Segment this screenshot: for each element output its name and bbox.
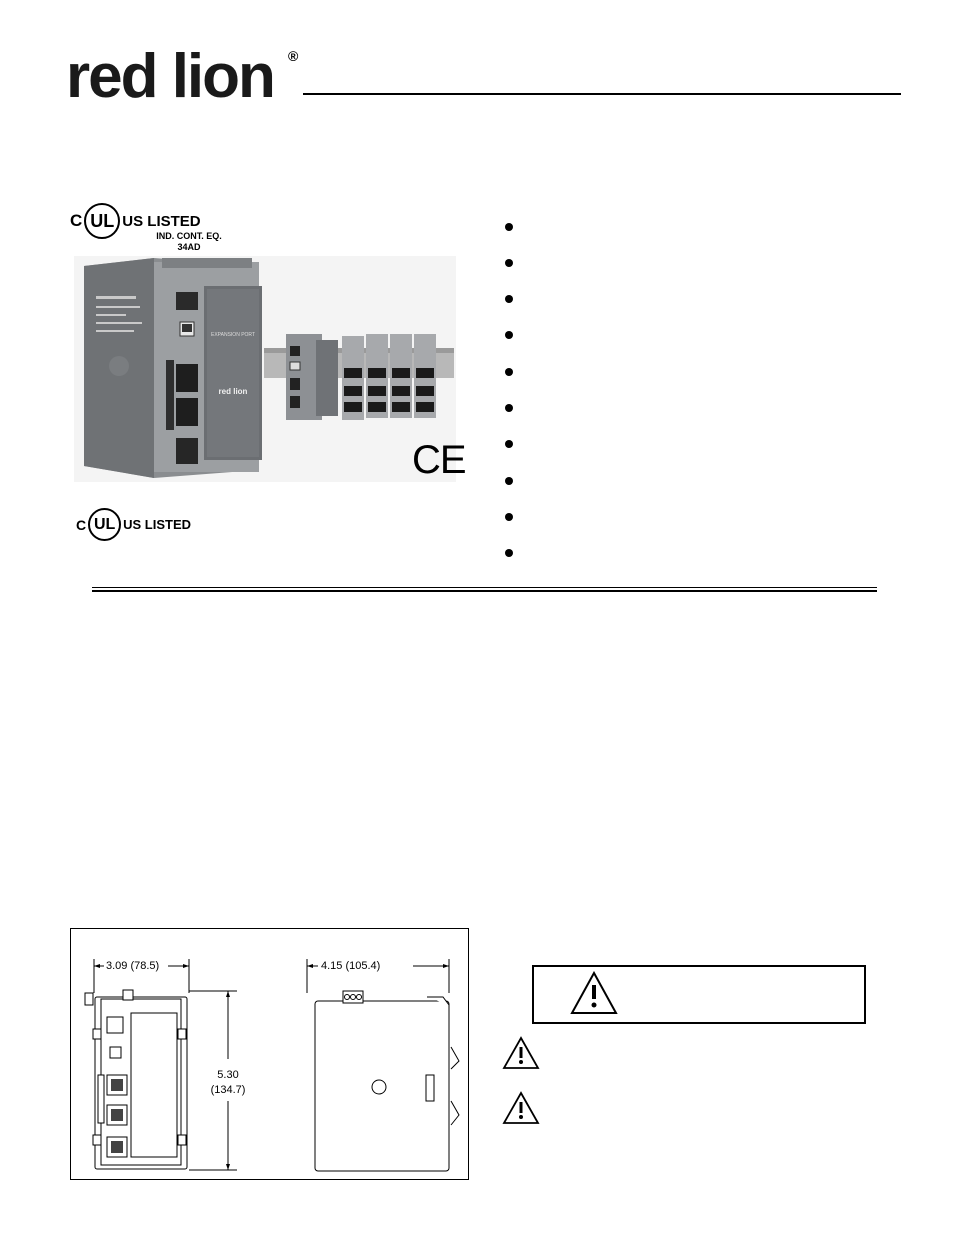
red-lion-logo: red lion ® [66,42,306,142]
feature-bullet [505,223,513,231]
feature-bullet [505,440,513,448]
product-photo: EXPANSION PORT red lion [74,256,456,482]
front-width-dimension: 3.09 (78.5) [106,960,160,972]
ul-category-line2: 34AD [177,242,201,252]
feature-bullet [505,295,513,303]
expansion-port-label: EXPANSION PORT [211,332,255,338]
warning-triangle-icon [502,1036,540,1069]
ul-c-letter: C [70,211,83,230]
front-logo-label: red lion [219,387,248,396]
header-rule [303,93,901,95]
feature-bullet [505,368,513,376]
logo-text: red lion [66,42,276,111]
feature-bullet [505,549,513,557]
feature-bullet [505,513,513,521]
ul-listed-mark-top: C UL US LISTED IND. CONT. EQ. 34AD [70,203,222,253]
ul-listed-mark-bottom: C UL US LISTED [76,508,196,544]
height-dimension: 5.30 [217,1069,239,1081]
warning-triangle-icon [570,971,618,1014]
ul-logo-icon: UL [88,508,122,541]
dimension-diagram [84,959,460,1172]
feature-bullet [505,477,513,485]
caution-box [532,965,866,1024]
us-listed-text: US LISTED [122,212,201,230]
section-rule-bottom [92,590,877,592]
warning-triangle-icon [502,1091,540,1124]
feature-bullet [505,259,513,267]
registered-mark: ® [288,48,299,64]
feature-bullet [505,331,513,339]
feature-bullet [505,404,513,412]
ul-category-line1: IND. CONT. EQ. [156,231,222,241]
ul-c-letter: C [76,516,87,533]
us-listed-text: US LISTED [123,517,192,532]
ce-mark: CE [412,438,467,482]
ul-logo-icon: UL [84,203,121,239]
section-rule-top [92,587,877,588]
side-width-dimension: 4.15 (105.4) [321,960,381,972]
height-dimension-metric: (134.7) [210,1084,246,1096]
dimension-drawing: 3.09 (78.5) 4.15 (105.4) 5.30 (134.7) [70,928,469,1180]
product-illustration: EXPANSION PORT red lion [84,258,454,478]
